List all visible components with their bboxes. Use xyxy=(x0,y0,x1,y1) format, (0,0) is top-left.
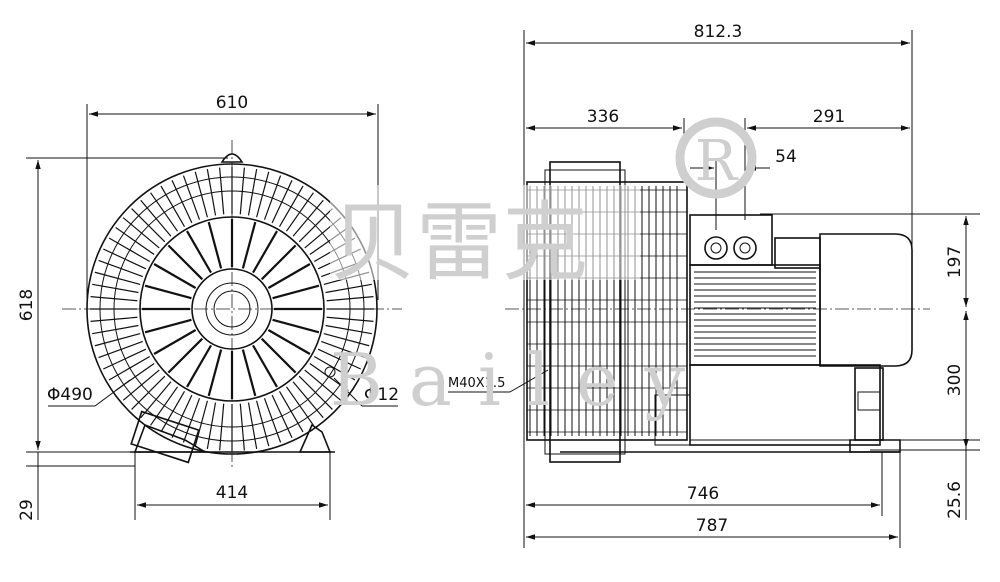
motor-dim-label: 291 xyxy=(813,107,845,127)
motor-end-cap xyxy=(819,233,913,367)
motor-fins xyxy=(694,271,816,357)
lower-height-label: 300 xyxy=(945,364,965,396)
inlet-dim-label: 336 xyxy=(587,107,619,127)
housing-outer xyxy=(86,163,378,455)
hole-diameter-label: Φ12 xyxy=(364,385,399,405)
overall-length-label: 812.3 xyxy=(694,22,743,42)
front-width-label: 610 xyxy=(216,93,248,113)
inlet-port xyxy=(704,236,728,260)
side-housing xyxy=(526,181,688,441)
foot-height-label: 25.6 xyxy=(945,481,965,519)
impeller-spokes xyxy=(142,219,322,399)
watermark-latin: Bailey xyxy=(330,338,711,422)
thread-label: M40X1.5 xyxy=(448,376,505,391)
port-dim-label: 54 xyxy=(775,147,797,167)
diameter-label: Φ490 xyxy=(47,385,93,405)
front-view xyxy=(26,104,402,520)
registered-mark-circle xyxy=(675,117,757,199)
outlet-port xyxy=(733,236,757,260)
upper-height-label: 197 xyxy=(945,246,965,278)
base-width-label: 414 xyxy=(216,483,248,503)
registered-mark: R xyxy=(695,129,739,194)
cooling-fins xyxy=(90,167,374,451)
base-length-label: 746 xyxy=(687,484,719,504)
terminal-box xyxy=(774,237,821,269)
brand-watermark: 贝雷克 Bailey R xyxy=(330,117,757,422)
port-block xyxy=(689,214,773,266)
total-length-label: 787 xyxy=(696,516,728,536)
front-height-label: 618 xyxy=(17,289,37,321)
watermark-chinese: 贝雷克 xyxy=(330,193,588,293)
side-base xyxy=(689,364,881,446)
base-height-label: 29 xyxy=(17,499,37,521)
